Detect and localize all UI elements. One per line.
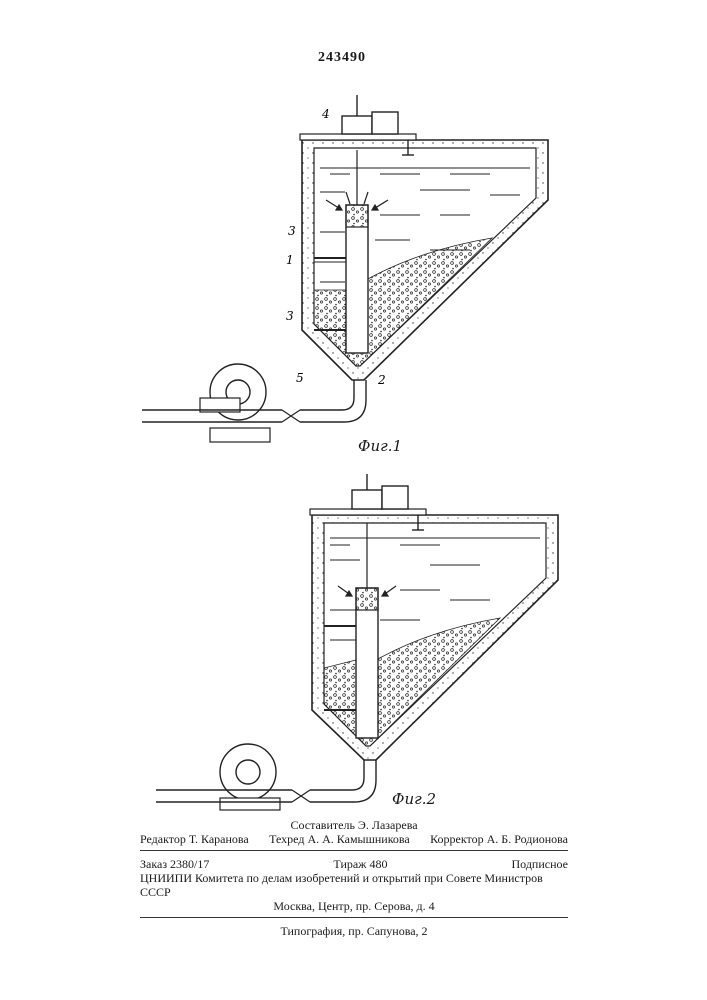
institute: ЦНИИПИ Комитета по делам изобретений и о… xyxy=(140,871,568,899)
label-2: 2 xyxy=(377,373,386,387)
order-number: Заказ 2380/17 xyxy=(140,857,209,871)
figure-1-drawing: 4 3 1 3 5 2 xyxy=(0,80,707,450)
address: Москва, Центр, пр. Серова, д. 4 xyxy=(140,899,568,913)
top-beam xyxy=(300,134,416,140)
label-3b: 3 xyxy=(286,309,294,323)
order-row: Заказ 2380/17 Тираж 480 Подписное xyxy=(140,857,568,871)
figure-2-drawing xyxy=(0,470,707,815)
figure-1-caption: Фиг.1 xyxy=(358,437,402,455)
divider xyxy=(140,850,568,851)
editor: Редактор Т. Каранова xyxy=(140,832,249,846)
subscription: Подписное xyxy=(512,857,569,871)
label-4: 4 xyxy=(321,107,330,121)
compiler-line: Составитель Э. Лазарева xyxy=(140,818,568,832)
circulation: Тираж 480 xyxy=(333,857,387,871)
figure-2-caption: Фиг.2 xyxy=(392,790,436,808)
editors-row: Редактор Т. Каранова Техред А. А. Камышн… xyxy=(140,832,568,846)
label-3a: 3 xyxy=(288,224,296,238)
printer: Типография, пр. Сапунова, 2 xyxy=(140,924,568,938)
patent-number: 243490 xyxy=(318,50,366,66)
label-1: 1 xyxy=(286,253,294,267)
motor xyxy=(342,116,372,134)
tech-editor: Техред А. А. Камышникова xyxy=(269,832,410,846)
divider-2 xyxy=(140,917,568,918)
outlet-hose xyxy=(300,380,354,410)
proofreader: Корректор А. Б. Родионова xyxy=(430,832,568,846)
label-5: 5 xyxy=(296,371,304,385)
colophon: Составитель Э. Лазарева Редактор Т. Кара… xyxy=(140,818,568,938)
